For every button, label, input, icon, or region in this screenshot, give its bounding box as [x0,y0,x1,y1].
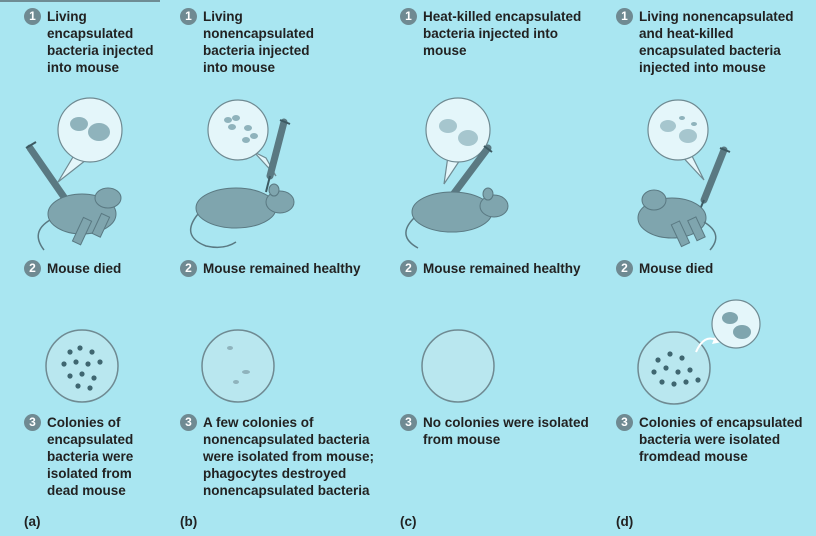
panel-d-label: (d) [616,514,633,529]
step-number-badge: 2 [24,260,41,277]
panel-b-step-3: 3 A few colonies of nonencapsulated bact… [180,414,374,499]
panel-d-step-3-text: Colonies of encapsulated bacteria were i… [639,414,803,465]
petri-dish [638,332,710,404]
encapsulated-bacterium [70,117,88,131]
step-number-badge: 3 [616,414,633,431]
panel-d-step-3: 3 Colonies of encapsulated bacteria were… [616,414,803,465]
heat-killed-bacterium [679,129,697,143]
petri-dish [46,330,118,402]
panel-d-step-2-text: Mouse died [639,260,713,277]
petri-dish [202,330,274,402]
panel-c: 1 Heat-killed encapsulated bacteria inje… [396,0,600,536]
panel-a-step-2: 2 Mouse died [24,260,121,277]
panel-d: 1 Living nonencapsulated and heat-killed… [612,0,816,536]
magnified-bacteria-bubble [58,98,122,182]
heat-killed-bacterium [439,119,457,133]
panel-c-step-3: 3 No colonies were isolated from mouse [400,414,589,448]
step-number-badge: 2 [180,260,197,277]
dead-mouse-icon [38,188,121,250]
panel-c-step-3-text: No colonies were isolated from mouse [423,414,589,448]
syringe-icon [698,148,730,214]
step-number-badge: 2 [400,260,417,277]
heat-killed-bacterium [458,130,478,146]
step-number-badge: 2 [616,260,633,277]
magnified-colony-bubble [696,300,760,352]
panel-b-step-3-text: A few colonies of nonencapsulated bacter… [203,414,374,499]
healthy-mouse-icon [406,188,508,248]
panel-a-label: (a) [24,514,41,529]
magnified-bacteria-bubble [208,100,276,176]
encapsulated-bacterium [88,123,110,141]
panel-b-label: (b) [180,514,197,529]
panel-b-step-2-text: Mouse remained healthy [203,260,361,277]
panel-a-step-2-text: Mouse died [47,260,121,277]
panel-a-step-3: 3 Colonies of encapsulated bacteria were… [24,414,133,499]
step-number-badge: 3 [180,414,197,431]
heat-killed-bacterium [660,120,676,132]
healthy-mouse-icon [191,184,294,247]
step-number-badge: 3 [24,414,41,431]
magnified-bacteria-bubble [426,98,490,184]
panel-a-step-3-text: Colonies of encapsulated bacteria were i… [47,414,133,499]
syringe-icon [266,120,290,192]
panel-d-step-2: 2 Mouse died [616,260,713,277]
panel-c-step-2-text: Mouse remained healthy [423,260,581,277]
step-number-badge: 3 [400,414,417,431]
petri-dish [422,330,494,402]
panel-c-label: (c) [400,514,417,529]
panel-c-step-2: 2 Mouse remained healthy [400,260,581,277]
magnified-bacteria-bubble [648,100,708,180]
panel-b: 1 Living nonencapsulated bacteria inject… [176,0,380,536]
panel-b-step-2: 2 Mouse remained healthy [180,260,361,277]
